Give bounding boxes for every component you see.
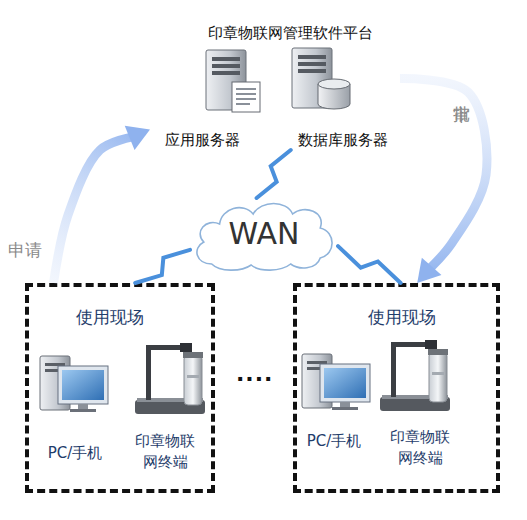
- terminal-icon: [380, 340, 450, 411]
- group-heading: 使用现场: [65, 306, 155, 328]
- connector-line: [338, 246, 401, 283]
- device-node: PC/手机: [298, 345, 370, 453]
- terminal-icon: [135, 343, 205, 414]
- server-node: 应用服务器: [150, 48, 255, 150]
- pc-icon: [40, 356, 108, 412]
- node-label: 印章物联网终端: [387, 427, 453, 469]
- connector-line: [54, 137, 132, 283]
- network-link: [257, 150, 291, 198]
- group-heading: 使用现场: [357, 306, 447, 328]
- site-group: 使用现场 PC/手机印章物联网终端: [25, 283, 215, 493]
- node-label: 数据库服务器: [285, 130, 400, 150]
- connector-line: [400, 79, 487, 268]
- connector-line: [135, 250, 190, 283]
- node-label: 应用服务器: [150, 130, 255, 150]
- application-server-icon: [206, 50, 260, 112]
- device-node: 印章物联网终端: [120, 335, 210, 477]
- edge-label: 申请: [8, 240, 42, 260]
- device-node: 印章物联网终端: [375, 335, 465, 475]
- node-label: WAN: [190, 216, 338, 252]
- network-cloud: WAN: [190, 198, 338, 272]
- device-node: PC/手机: [35, 345, 115, 467]
- network-link: [135, 250, 190, 283]
- network-link: [338, 246, 401, 283]
- connector-line: [257, 150, 291, 198]
- site-group: 使用现场 PC/手机印章物联网终端: [293, 283, 500, 493]
- node-label: 印章物联网终端: [132, 431, 198, 473]
- ellipsis-label: ····: [236, 366, 273, 391]
- node-label: PC/手机: [298, 431, 370, 451]
- node-label: PC/手机: [35, 443, 115, 463]
- arrow-head: [125, 126, 150, 150]
- server-node: 数据库服务器: [285, 48, 400, 150]
- flow-arrow: [400, 79, 487, 283]
- pc-icon: [302, 354, 370, 410]
- flow-arrow: [54, 126, 151, 283]
- database-server-icon: [292, 48, 350, 109]
- diagram-title: 印章物联网管理软件平台: [140, 24, 440, 43]
- arrow-head: [417, 258, 441, 283]
